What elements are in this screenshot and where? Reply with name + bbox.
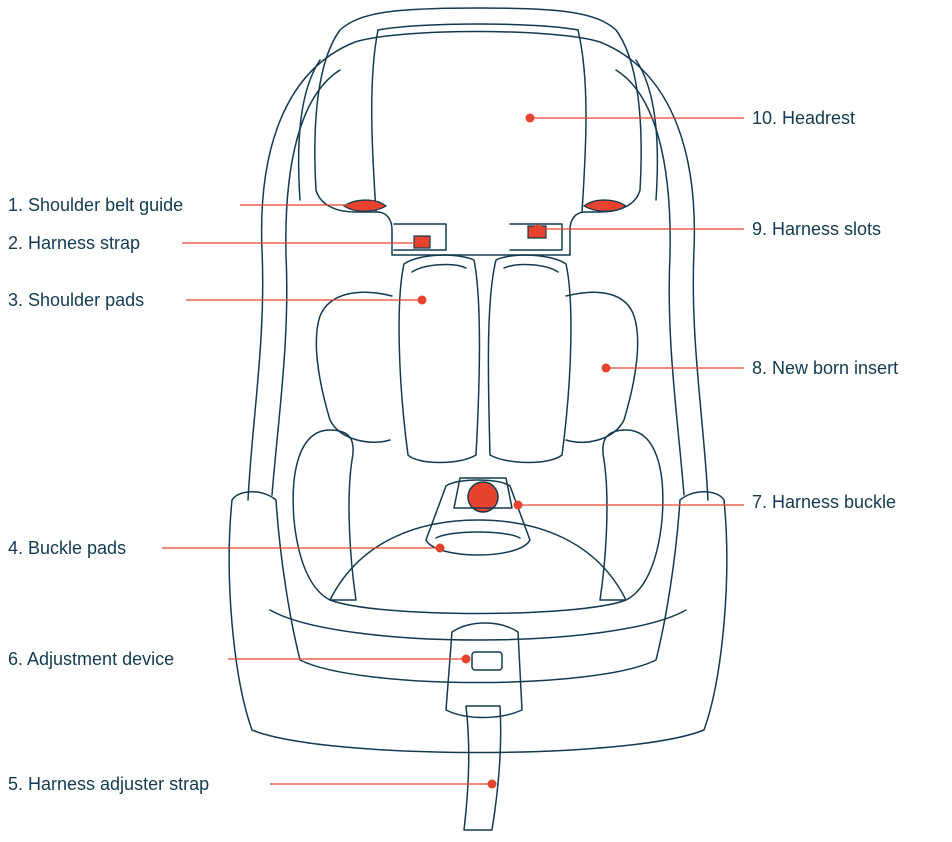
callout-harness-strap: 2. Harness strap: [8, 233, 427, 253]
seat-inner-shell: [272, 70, 684, 495]
callout-shoulder-belt-guide: 1. Shoulder belt guide: [8, 195, 377, 215]
callout-harness-adjuster-strap: 5. Harness adjuster strap: [8, 774, 497, 794]
harness-adjuster-strap: [464, 706, 501, 830]
new-born-insert-left: [316, 292, 392, 442]
callout-label: 9. Harness slots: [752, 219, 881, 239]
seat-cushion: [330, 520, 626, 614]
callout-label: 4. Buckle pads: [8, 538, 126, 558]
leader-dot: [514, 501, 523, 510]
right-wing: [636, 60, 657, 200]
shoulder-pad-right-inner: [504, 265, 558, 272]
callout-label: 3. Shoulder pads: [8, 290, 144, 310]
leader-dot: [488, 780, 497, 789]
shoulder-belt-guide-right: [584, 200, 626, 211]
shoulder-pad-left: [399, 255, 479, 462]
callout-adjustment-device: 6. Adjustment device: [8, 649, 471, 669]
callout-label: 8. New born insert: [752, 358, 898, 378]
buckle-pad-inner: [436, 532, 520, 538]
car-seat-illustration: [229, 8, 727, 830]
callout-label: 1. Shoulder belt guide: [8, 195, 183, 215]
callout-label: 2. Harness strap: [8, 233, 140, 253]
callout-label: 6. Adjustment device: [8, 649, 174, 669]
callout-label: 10. Headrest: [752, 108, 855, 128]
seat-base-band: [270, 610, 686, 640]
leader-dot: [602, 364, 611, 373]
shoulder-pad-left-inner: [412, 265, 466, 272]
callout-label: 5. Harness adjuster strap: [8, 774, 209, 794]
adjustment-device-button: [472, 652, 502, 670]
callout-headrest: 10. Headrest: [526, 108, 856, 128]
callout-shoulder-pads: 3. Shoulder pads: [8, 290, 427, 310]
headrest-inner-right: [578, 30, 586, 212]
callout-new-born-insert: 8. New born insert: [602, 358, 899, 378]
shoulder-pad-right: [488, 255, 571, 462]
callout-buckle-pads: 4. Buckle pads: [8, 538, 445, 558]
leader-dot: [436, 544, 445, 553]
leader-dot: [368, 201, 377, 210]
shoulder-belt-guide-left: [344, 200, 386, 211]
callout-harness-buckle: 7. Harness buckle: [514, 492, 897, 512]
headrest-outline: [315, 8, 641, 255]
leader-dot: [534, 225, 543, 234]
headrest-inner-left: [372, 30, 378, 212]
leader-dot: [526, 114, 535, 123]
callout-label: 7. Harness buckle: [752, 492, 896, 512]
leader-dot: [418, 239, 427, 248]
headrest-top-band: [378, 24, 578, 30]
leader-dot: [462, 655, 471, 664]
callout-harness-slots: 9. Harness slots: [534, 219, 882, 239]
leader-dot: [418, 296, 427, 305]
